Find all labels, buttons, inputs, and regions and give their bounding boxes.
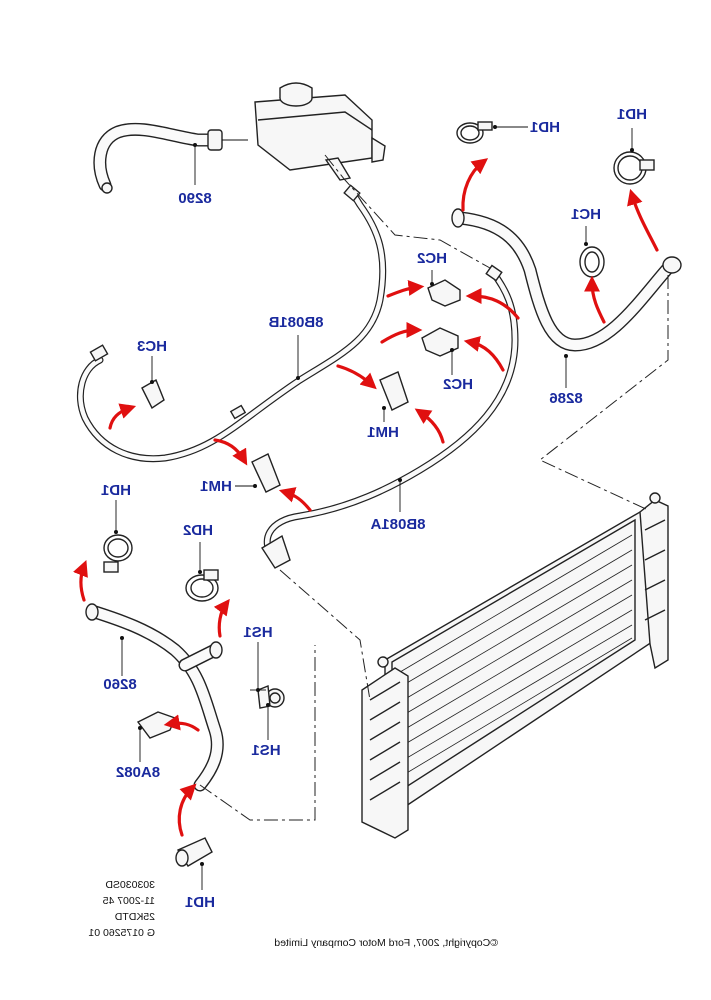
- reference-lines: [199, 154, 669, 821]
- bottom-hose-piece: [175, 837, 213, 867]
- footer-ref-line-3: 25KDTD: [114, 911, 155, 923]
- footer-copyright: ©Copyright, 2007, Ford Motor Company Lim…: [274, 937, 498, 949]
- clamp-hd1-left: [103, 534, 133, 573]
- callout-hc2-upper: HC2: [417, 250, 447, 267]
- callout-8b081b: 8B081B: [268, 314, 323, 331]
- clamp-hc2-lower: [421, 327, 459, 357]
- clamp-hd1-right: [613, 151, 655, 185]
- sensor-hs1: [257, 685, 285, 709]
- leader-lines: [114, 125, 634, 890]
- callout-hd1-right: HD1: [617, 106, 647, 123]
- callout-8290: 8290: [178, 190, 211, 207]
- callout-hc2-lower: HC2: [443, 376, 473, 393]
- radiator: [361, 492, 669, 839]
- clamp-hd1-top: [456, 121, 493, 144]
- callout-hc3: HC3: [137, 338, 167, 355]
- expansion-tank: [254, 82, 386, 181]
- red-arrows: [73, 158, 659, 837]
- hose-8b081a: [261, 264, 519, 569]
- callout-hd1-bottom: HD1: [185, 894, 215, 911]
- hose-8b081b: [76, 184, 387, 463]
- hose-8286: [451, 208, 682, 352]
- clamp-hc3: [141, 378, 165, 410]
- footer-ref-line-4: G 0175260 01: [88, 927, 155, 939]
- callout-hc1: HC1: [571, 206, 601, 223]
- clamp-hd2: [185, 569, 219, 602]
- callout-hd2: HD2: [183, 522, 213, 539]
- callout-hd1-top: HD1: [530, 119, 560, 136]
- callout-labels: HD1 HD1 HC1 8290 HC2 HC2 8B081B HC3 HM1 …: [101, 106, 647, 911]
- footer: 303030SD 11-2007 45 25KDTD G 0175260 01 …: [88, 879, 498, 949]
- callout-8286: 8286: [549, 390, 582, 407]
- callout-8b081a: 8B081A: [370, 516, 425, 533]
- callout-hm1-lower: HM1: [200, 478, 232, 495]
- footer-ref-line-1: 303030SD: [105, 879, 155, 891]
- radiator-core-lines: [394, 534, 633, 781]
- callout-hm1-upper: HM1: [367, 424, 399, 441]
- clamp-hm1-upper: [379, 371, 409, 411]
- callout-hs1-upper: HS1: [243, 624, 272, 641]
- clamp-hc1: [579, 246, 605, 278]
- callout-8260: 8260: [103, 676, 136, 693]
- callout-8a082: 8A082: [116, 764, 160, 781]
- callout-hd1-left: HD1: [101, 482, 131, 499]
- hose-8260: [85, 603, 224, 792]
- footer-ref-line-2: 11-2007 45: [102, 895, 155, 907]
- clamp-hm1-lower: [251, 453, 281, 493]
- clamp-hc2-upper: [427, 279, 461, 307]
- callout-hs1-lower: HS1: [251, 742, 280, 759]
- hose-8290: [93, 122, 223, 194]
